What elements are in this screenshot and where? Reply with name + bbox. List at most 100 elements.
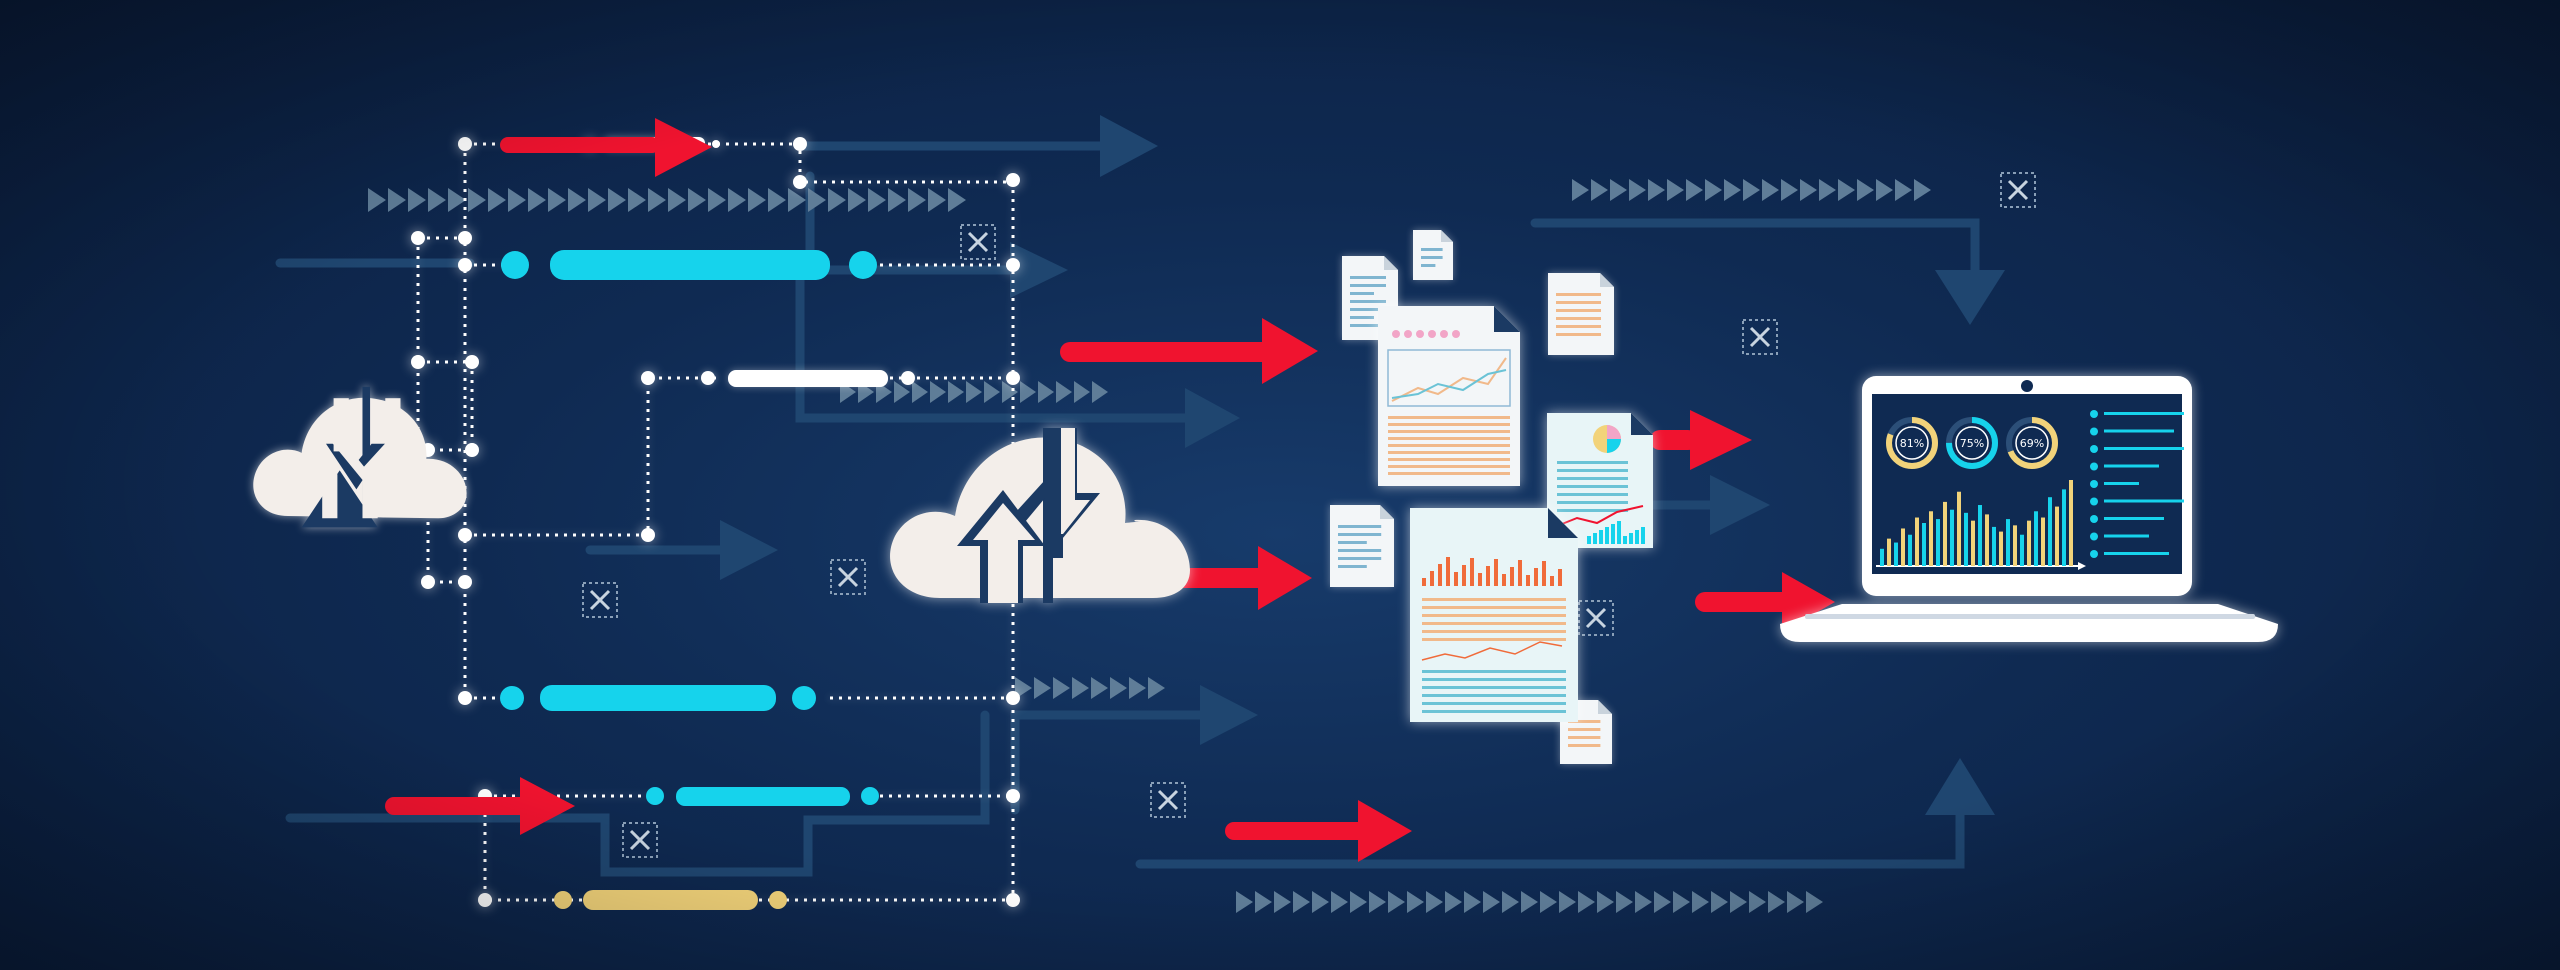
chevron-icon	[688, 188, 706, 212]
chevron-icon	[708, 188, 726, 212]
chevron-icon	[368, 188, 386, 212]
chevron-icon	[1369, 891, 1386, 913]
chevron-icon	[588, 188, 606, 212]
dashboard-bar	[2027, 520, 2031, 566]
dashboard-bar	[2020, 534, 2024, 566]
chevron-icon	[408, 188, 426, 212]
dashboard-bar	[2055, 506, 2059, 566]
dashboard-bar	[2006, 519, 2010, 566]
dashboard-bar	[1992, 526, 1996, 566]
chevron-icon	[1129, 677, 1146, 699]
chevron-icon	[1074, 381, 1090, 403]
gauge: 75%	[1946, 417, 1998, 469]
chevron-icon	[1092, 381, 1108, 403]
chevron-icon	[648, 188, 666, 212]
chevron-icon	[1236, 891, 1253, 913]
chevron-icon	[1020, 381, 1036, 403]
chevron-icon	[548, 188, 566, 212]
chevron-icon	[1914, 179, 1931, 201]
chevron-icon	[808, 188, 826, 212]
chevron-icon	[1762, 179, 1779, 201]
chevron-icon	[488, 188, 506, 212]
dashboard-bar	[2062, 489, 2066, 566]
document-icon	[1548, 273, 1614, 355]
dashboard-bar	[1915, 517, 1919, 566]
gauge-label: 69%	[2020, 437, 2044, 450]
bar-report-document	[1410, 508, 1578, 722]
chevron-icon	[1749, 891, 1766, 913]
arrow-head-dark	[1925, 758, 1995, 815]
arrow-head-dark	[1935, 270, 2005, 325]
arrow-head-dark	[1710, 475, 1770, 535]
chevron-icon	[1038, 381, 1054, 403]
chevron-icon	[628, 188, 646, 212]
white-bar-mid	[701, 370, 915, 387]
chevron-icon	[1743, 179, 1760, 201]
chevron-icon	[908, 188, 926, 212]
chevron-icon	[1056, 381, 1072, 403]
close-x-icon	[830, 559, 866, 595]
chevron-icon	[1521, 891, 1538, 913]
gauge-label: 81%	[1900, 437, 1924, 450]
chevron-icon	[1667, 179, 1684, 201]
red-arrow-bottom-left	[385, 777, 575, 835]
chevron-icon	[1711, 891, 1728, 913]
chevron-icon	[1686, 179, 1703, 201]
gauge-label: 75%	[1960, 437, 1984, 450]
chevron-icon	[1426, 891, 1443, 913]
chevron-icon	[1597, 891, 1614, 913]
cyan-bar-top	[501, 250, 877, 280]
dashboard-bar	[1929, 511, 1933, 566]
chevron-icon	[928, 188, 946, 212]
close-x-icon	[582, 582, 618, 618]
chevron-icon	[428, 188, 446, 212]
chevron-icon	[768, 188, 786, 212]
chevron-icon	[984, 381, 1000, 403]
chevron-icon	[1635, 891, 1652, 913]
arrow-head-dark	[1100, 115, 1158, 177]
chevron-icon	[468, 188, 486, 212]
chevron-icon	[1293, 891, 1310, 913]
chevron-icon	[1654, 891, 1671, 913]
dashboard-bar	[1985, 514, 1989, 566]
close-x-icon	[622, 822, 658, 858]
chevron-icon	[1838, 179, 1855, 201]
dashboard-bar	[1887, 538, 1891, 566]
chevron-icon	[608, 188, 626, 212]
chevron-icon	[1255, 891, 1272, 913]
chevron-icon	[948, 381, 964, 403]
chevron-icon	[1407, 891, 1424, 913]
dashboard-bar	[1978, 505, 1982, 566]
chevron-row	[1572, 179, 1931, 201]
chevron-icon	[448, 188, 466, 212]
chevron-row	[1015, 677, 1165, 699]
red-arrow-doc-right	[1650, 410, 1752, 470]
dashboard-bar	[2034, 511, 2038, 566]
chevron-icon	[1445, 891, 1462, 913]
chevron-icon	[1312, 891, 1329, 913]
chevron-icon	[1559, 891, 1576, 913]
arrow-head-dark	[1200, 685, 1258, 745]
dashboard-bar	[1901, 528, 1905, 566]
chevron-icon	[1483, 891, 1500, 913]
chevron-icon	[1787, 891, 1804, 913]
chevron-icon	[912, 381, 928, 403]
chevron-icon	[748, 188, 766, 212]
chevron-icon	[868, 188, 886, 212]
chevron-icon	[528, 188, 546, 212]
chevron-icon	[388, 188, 406, 212]
cyan-bar-bottom	[646, 787, 879, 806]
chevron-icon	[1724, 179, 1741, 201]
chevron-icon	[1629, 179, 1646, 201]
chevron-icon	[1464, 891, 1481, 913]
red-arrow-bottom-mid	[1225, 800, 1412, 862]
dashboard-bar	[1880, 548, 1884, 566]
chevron-icon	[1578, 891, 1595, 913]
chevron-icon	[1148, 677, 1165, 699]
laptop-icon	[1780, 376, 2278, 642]
report-document	[1378, 306, 1520, 486]
documents-cluster	[1330, 230, 1653, 764]
chevron-icon	[1610, 179, 1627, 201]
chevron-icon	[1331, 891, 1348, 913]
chevron-icon	[1768, 891, 1785, 913]
